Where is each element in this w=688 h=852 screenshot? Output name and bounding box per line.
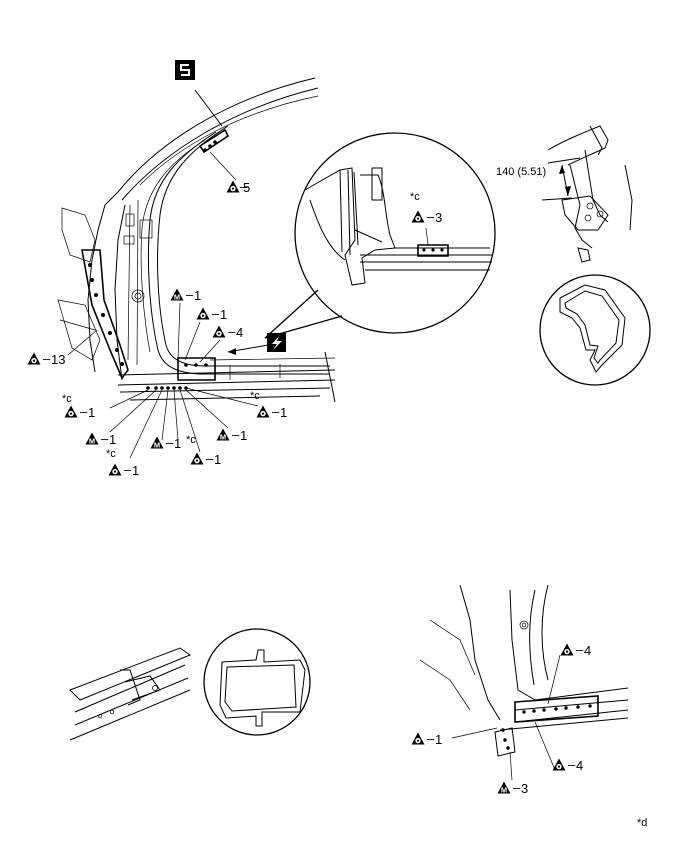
label-m-1b: –1 (85, 431, 116, 447)
note-c: *c (250, 390, 260, 402)
note-c: *c (62, 393, 72, 405)
label-text: 13 (51, 352, 65, 367)
section-s-icon (175, 60, 195, 80)
svg-text:–: – (206, 451, 214, 466)
label-m-1c: –1 (150, 435, 181, 451)
detail-callout (264, 132, 496, 339)
svg-text:–: – (240, 179, 248, 194)
pillar-base-view (419, 584, 629, 781)
label-text: 1 (435, 732, 442, 747)
svg-text:–: – (186, 287, 194, 302)
label-text: 1 (220, 307, 227, 322)
svg-text:–: – (228, 324, 236, 339)
label-m-1d: –1 (216, 427, 247, 443)
svg-text:–: – (272, 404, 280, 419)
label-o-1b: –1 (64, 404, 95, 420)
svg-text:–: – (427, 731, 435, 746)
label-o-13: –13 (27, 351, 65, 367)
dimension-text: 140 (5.51) (496, 166, 546, 178)
label-o-4b: –4 (552, 757, 583, 773)
label-text: 4 (236, 325, 243, 340)
weld-labels: 5– –13 –1 –1 –4 *c –1 –1 *c –1 –1 *c –1 … (27, 166, 647, 829)
label-text: 4 (584, 643, 591, 658)
label-text: 1 (214, 452, 221, 467)
label-o-1d: –1 (190, 451, 221, 467)
svg-text:–: – (212, 306, 220, 321)
label-text: 1 (240, 428, 247, 443)
svg-text:–: – (80, 404, 88, 419)
note-c: *c (186, 434, 196, 446)
label-o-1e: –1 (256, 404, 287, 420)
svg-text:–: – (166, 435, 174, 450)
svg-text:–: – (513, 780, 521, 795)
svg-text:–: – (427, 209, 435, 224)
label-text: 3 (435, 210, 442, 225)
rocker-cross-section (203, 628, 311, 736)
label-o-1c: –1 (108, 462, 139, 478)
label-m-3: –3 (497, 780, 528, 796)
label-text: 4 (576, 758, 583, 773)
label-text: 1 (132, 463, 139, 478)
label-o-1a: –1 (196, 306, 227, 322)
label-o-4a: –4 (560, 642, 591, 658)
label-o-5: 5– (226, 179, 250, 195)
svg-text:–: – (101, 431, 109, 446)
upper-left-leaders (67, 151, 259, 459)
lightning-icon (267, 333, 286, 352)
label-text: 1 (88, 405, 95, 420)
roof-section-view (541, 125, 633, 263)
svg-text:–: – (43, 351, 51, 366)
svg-text:–: – (124, 462, 132, 477)
label-text: 1 (174, 436, 181, 451)
svg-text:–: – (232, 427, 240, 442)
inset-note: *c (410, 191, 420, 203)
label-text: 1 (109, 432, 116, 447)
rocker-view (69, 647, 192, 741)
roof-cross-section (539, 274, 651, 386)
label-text: 1 (280, 405, 287, 420)
label-m-1: –1 (170, 287, 201, 303)
svg-text:–: – (576, 642, 584, 657)
label-text: 1 (194, 288, 201, 303)
svg-text:–: – (568, 757, 576, 772)
note-c: *c (106, 448, 116, 460)
upper-left-view (57, 77, 336, 403)
label-o-4: –4 (212, 324, 243, 340)
footnote: *d (637, 817, 647, 829)
label-text: 3 (521, 781, 528, 796)
label-o-1r: –1 (411, 731, 442, 747)
inset-label-o-3: –3 (411, 209, 442, 225)
label-text: 5 (243, 180, 250, 195)
